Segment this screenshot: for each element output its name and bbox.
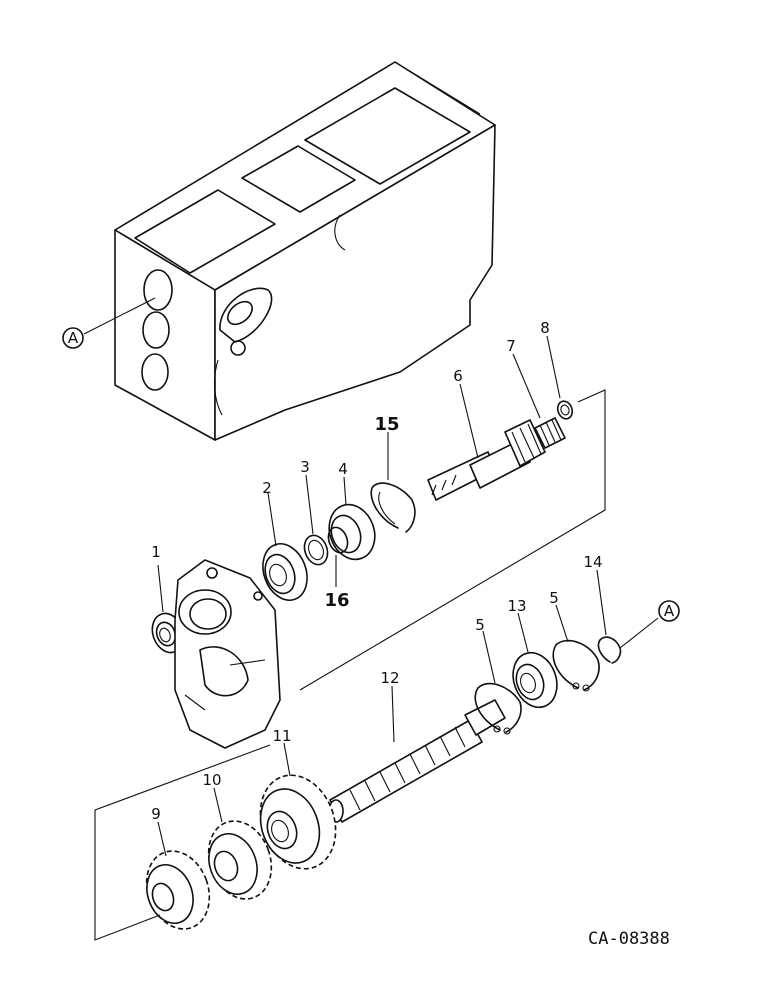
callout-12: 12 <box>380 669 399 687</box>
part-5-snap-ring-left <box>474 682 522 735</box>
part-12-shaft <box>328 699 506 823</box>
callout-5-left: 5 <box>475 616 485 634</box>
callout-6: 6 <box>453 367 463 385</box>
part-4-bearing <box>328 503 376 561</box>
callout-5-right: 5 <box>549 589 559 607</box>
part-8-ring <box>556 400 574 420</box>
transmission-housing <box>114 61 496 441</box>
reference-marker-right: A <box>619 600 680 649</box>
part-16-ring <box>327 526 349 554</box>
reference-marker-left-label: A <box>68 329 79 347</box>
callout-9: 9 <box>151 805 161 823</box>
drawing-code: CA-08388 <box>588 929 670 949</box>
callout-16: 16 <box>324 590 349 611</box>
part-5-snap-ring-right <box>552 639 600 692</box>
part-14-snap-ring <box>597 636 622 664</box>
callout-7: 7 <box>506 337 516 355</box>
callout-labels: 1 2 3 4 5 5 6 7 8 9 10 11 12 13 14 15 16 <box>151 319 602 823</box>
part-3-snap-ring <box>303 534 329 566</box>
upper-group-bracket <box>299 389 606 691</box>
callout-2: 2 <box>262 479 272 497</box>
leader-lines <box>157 335 607 857</box>
part-6-shaft <box>427 419 546 501</box>
callout-1: 1 <box>151 543 161 561</box>
callout-3: 3 <box>300 458 310 476</box>
part-15-snap-ring <box>370 482 416 533</box>
reference-marker-left: A <box>62 297 156 349</box>
part-11-gear <box>259 774 337 870</box>
part-7-needle-bearing <box>534 417 566 449</box>
callout-4: 4 <box>338 460 348 478</box>
callout-15: 15 <box>374 414 399 435</box>
part-9-gear <box>145 850 211 930</box>
callout-13: 13 <box>507 597 526 615</box>
part-13-bearing <box>512 651 558 709</box>
callout-14: 14 <box>583 553 602 571</box>
cover-plate <box>174 559 281 749</box>
callout-10: 10 <box>202 771 221 789</box>
part-10-gear <box>207 820 273 900</box>
part-2-bearing <box>262 543 308 601</box>
lower-group-bracket <box>94 744 271 941</box>
callout-11: 11 <box>272 727 291 745</box>
callout-8: 8 <box>540 319 550 337</box>
reference-marker-right-label: A <box>664 602 675 620</box>
